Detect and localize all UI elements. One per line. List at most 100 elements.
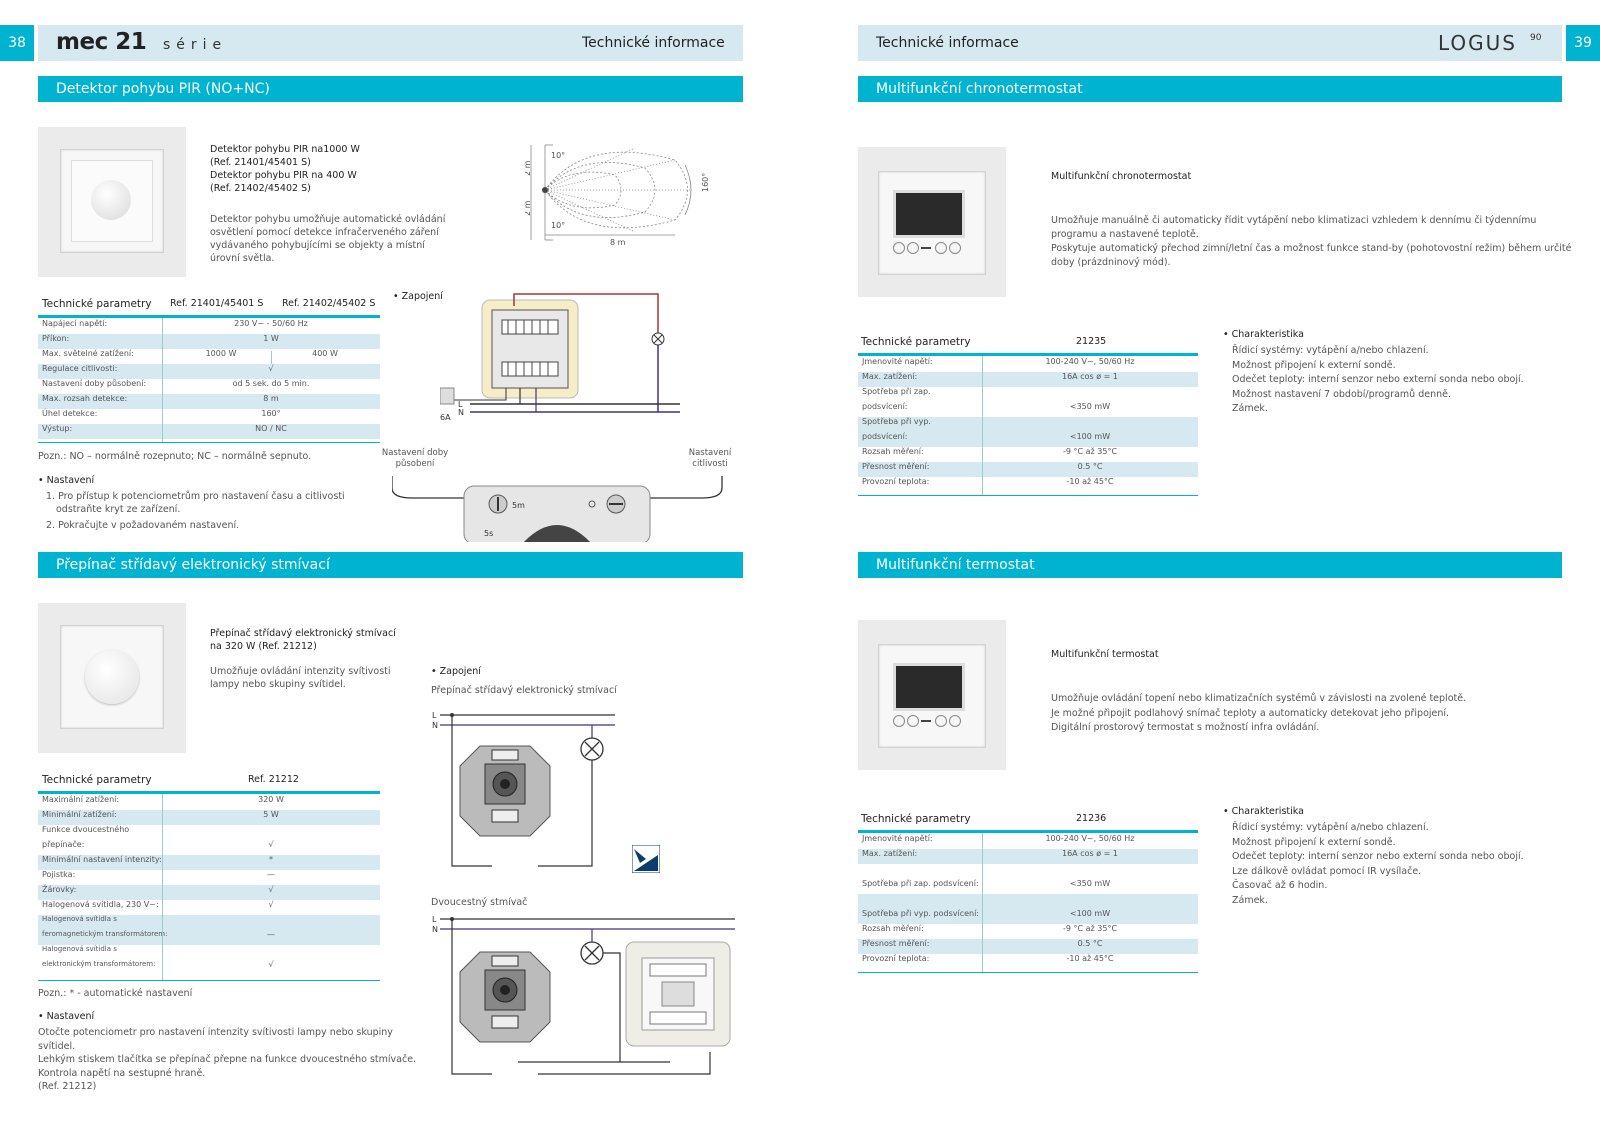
chrono-row-value: 0.5 °C [1077,462,1103,471]
chrono-spec-table: Technické parametry 21235 Jmenovité napě… [858,331,1198,496]
pir-row-value: 230 V~ - 50/60 Hz [234,319,308,328]
pir-row-label: Nastavení doby působení: [42,379,147,388]
dimmer-row-value: √ [268,900,274,909]
pir-table-ref2: Ref. 21402/45402 S [282,298,376,309]
chrono-row-label: podsvícení: [862,432,908,441]
dimmer-row-value: √ [268,840,274,849]
chrono-row-value: -10 až 45°C [1066,477,1114,486]
thermo-button-icon [949,715,961,727]
chrono-button-icon [935,242,947,254]
dimmer-row-value: — [267,930,275,939]
pir-setting-steps: 1. Pro přístup k potenciometrům pro nast… [46,491,345,531]
dimmer-row-label: elektronickým transformátorem: [42,960,156,968]
chrono-button-icon [907,242,919,254]
dimmer-row-label: Pojistka: [42,870,76,879]
thermo-row-label: Provozní teplota: [862,954,930,963]
chrono-row-label: Rozsah měření: [862,447,924,456]
pir-wire-L: L [458,400,463,409]
pir-row-label: Napájecí napětí: [42,319,108,328]
chrono-row-label: Přesnost měření: [862,462,930,471]
dimmer2-wire-L: L [432,915,437,924]
pir-setting-heading: • Nastavení [38,475,95,486]
chrono-row-value: <100 mW [1069,432,1111,441]
brand-logo-logus: LOGUS [1438,31,1518,55]
thermo-row-value: 100-240 V~, 50/60 Hz [1045,834,1135,843]
chrono-char-heading: • Charakteristika [1223,329,1304,340]
pir-detector-photo [38,127,186,277]
dimmer-row-label: přepínače: [42,840,85,849]
section-title-pir: Detektor pohybu PIR (NO+NC) [38,76,743,102]
dimmer-wiring-subtitle: Přepínač střídavý elektronický stmívací [431,685,617,696]
thermo-row-value: -10 až 45°C [1066,954,1114,963]
dimmer-table-header: Technické parametry [42,774,152,786]
header-title-left: Technické informace [582,35,725,51]
pir-table-header: Technické parametry [42,298,152,310]
pir-product-title: Detektor pohybu PIR na1000 W (Ref. 21401… [210,144,360,194]
pir-row-value: NO / NC [255,424,287,433]
dimmer-table-ref: Ref. 21212 [248,774,299,785]
pir-row-label: Úhel detekce: [42,409,98,418]
dimmer-warning-icon [632,845,660,873]
thermo-photo [858,620,1006,770]
dimmer-row-label: Halogenová svítidla, 230 V~: [42,900,159,909]
pir-row-label: Max. rozsah detekce: [42,394,128,403]
chrono-char-list: Řídicí systémy: vytápění a/nebo chlazení… [1232,345,1524,414]
pir-row-value-1: 1000 W [205,349,237,358]
chrono-row-label: Spotřeba při vyp. [862,417,931,426]
thermo-row-value: <100 mW [1069,909,1111,918]
thermo-row-label: Max. zatížení: [862,849,918,858]
dimmer-row-label: Žárovky: [42,885,77,894]
section-title-dimmer: Přepínač střídavý elektronický stmívací [38,552,743,578]
chrono-row-label: Spotřeba při zap. [862,387,931,396]
dimmer-row-label: Minimální zatížení: [42,810,117,819]
dimmer-row-value: 5 W [263,810,279,819]
chrono-row-label: Provozní teplota: [862,477,930,486]
dimmer-plate [60,625,164,729]
chrono-row-value: <350 mW [1069,402,1111,411]
thermo-char-heading: • Charakteristika [1223,806,1304,817]
pir-row-value-2: 400 W [312,349,338,358]
pir-height-upper: 2 m [525,160,532,176]
dimmer-row-label: Minimální nastavení intenzity: [42,855,162,864]
dimmer-wiring-diagram: L N [432,711,615,867]
pir-row-label: Regulace citlivosti: [42,364,118,373]
pir-height-lower: 2 m [525,200,532,216]
chrono-description: Umožňuje manuálně či automaticky řídit v… [1051,215,1572,268]
dimmer-row-value: √ [268,885,274,894]
dimmer-spec-table: Technické parametry Ref. 21212 Maximální… [38,769,380,981]
pir-dial-time-label: Nastavení doby působení [381,448,449,469]
thermo-button-icon [893,715,905,727]
pir-wiring-heading: • Zapojení [393,291,443,302]
section-title-chrono: Multifunkční chronotermostat [858,76,1562,102]
page-number-left: 38 [0,25,34,61]
pir-coverage-diagram: 10° 10° 2 m 2 m 8 m 160° [525,144,710,247]
pir-row-value: od 5 sek. do 5 min. [232,379,310,388]
pir-row-value: 8 m [263,394,279,403]
dimmer-description: Umožňuje ovládání intenzity svítivosti l… [210,666,391,690]
chrono-photo [858,147,1006,297]
thermo-table-ref: 21236 [1076,813,1107,824]
dimmer-row-value: 320 W [258,795,284,804]
thermo-row-label: Spotřeba při vyp. podsvícení: [862,909,979,918]
pir-dial-time-max: 5m [512,501,525,510]
thermo-row-value: <350 mW [1069,879,1111,888]
pir-row-value: 1 W [263,334,279,343]
chrono-row-value: 16A cos ø = 1 [1062,372,1118,381]
pir-dial-time-min: 5s [484,529,493,538]
dimmer-wire-L: L [432,711,437,720]
header-title-right: Technické informace [876,35,1019,51]
thermo-button-icon [935,715,947,727]
thermo-spec-table: Technické parametry 21236 Jmenovité napě… [858,808,1198,973]
thermo-display [893,663,965,711]
chrono-row-label: Max. zatížení: [862,372,918,381]
dimmer-setting-heading: • Nastavení [38,1011,95,1022]
thermo-row-value: 0.5 °C [1077,939,1103,948]
pir-row-label: Max. světelné zatížení: [42,349,134,358]
pir-row-label: Příkon: [42,334,70,343]
thermo-row-label: Jmenovité napětí: [862,834,933,843]
pir-row-value: √ [268,364,274,373]
dimmer-wiring2-diagram: L N [432,915,735,1075]
pir-plate [60,149,164,253]
brand-logo-logus-suffix: 90 [1530,33,1542,43]
chrono-table-header: Technické parametry [861,336,971,348]
